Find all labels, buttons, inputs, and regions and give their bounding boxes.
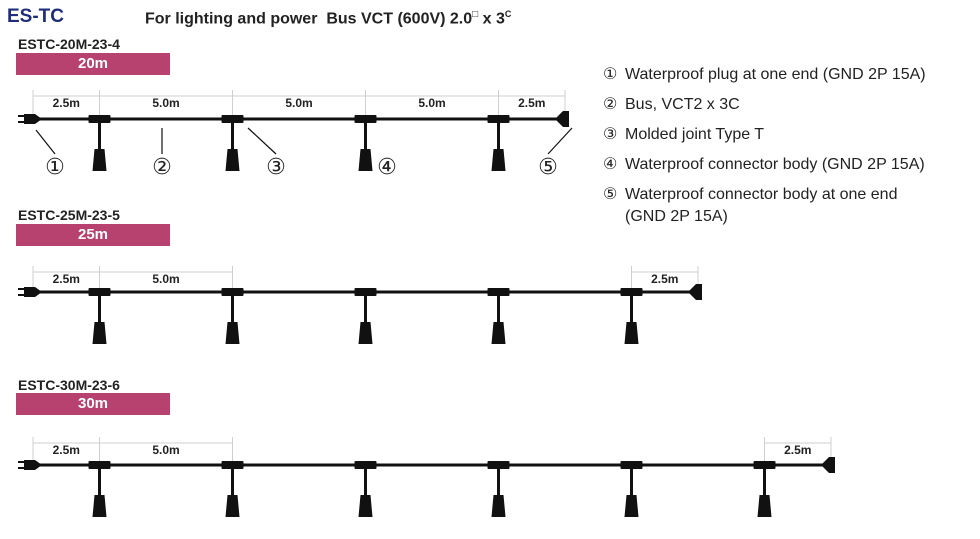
connector-body-icon <box>92 149 107 171</box>
dimension-label: 2.5m <box>651 272 678 286</box>
model-name-3: ESTC-30M-23-6 <box>18 377 120 393</box>
callout-number: ③ <box>266 155 286 180</box>
joint-icon <box>221 461 244 469</box>
connector-body-icon <box>491 322 506 344</box>
end-connector-icon <box>688 284 702 300</box>
dimension-label: 2.5m <box>784 443 811 457</box>
joint-icon <box>221 288 244 296</box>
legend: ① Waterproof plug at one end (GND 2P 15A)… <box>603 64 973 236</box>
legend-text-cont: (GND 2P 15A) <box>625 208 728 225</box>
dimension-label: 5.0m <box>152 272 179 286</box>
end-connector-icon <box>821 457 835 473</box>
dimension-label: 5.0m <box>152 96 179 110</box>
joint-icon <box>88 115 111 123</box>
legend-text: Waterproof connector body (GND 2P 15A) <box>625 156 925 173</box>
connector-body-icon <box>358 149 373 171</box>
legend-num: ② <box>603 96 618 113</box>
connector-body-icon <box>225 495 240 517</box>
legend-text: Bus, VCT2 x 3C <box>625 96 740 113</box>
dimension-label: 2.5m <box>53 443 80 457</box>
dimension-label: 2.5m <box>518 96 545 110</box>
callout-number: ① <box>45 155 65 180</box>
plug-icon <box>24 114 42 124</box>
connector-body-icon <box>225 149 240 171</box>
legend-item-3: ③ Molded joint Type T <box>603 124 973 146</box>
dimension-label: 5.0m <box>152 443 179 457</box>
legend-num: ④ <box>603 156 618 173</box>
connector-body-icon <box>624 495 639 517</box>
legend-item-4: ④ Waterproof connector body (GND 2P 15A) <box>603 154 973 176</box>
joint-icon <box>620 288 643 296</box>
joint-icon <box>620 461 643 469</box>
joint-icon <box>354 115 377 123</box>
dimension-label: 2.5m <box>53 96 80 110</box>
callout-leader <box>247 127 277 155</box>
joint-icon <box>221 115 244 123</box>
joint-icon <box>487 288 510 296</box>
legend-item-5: ⑤ Waterproof connector body at one end (GN… <box>603 184 973 228</box>
legend-item-2: ② Bus, VCT2 x 3C <box>603 94 973 116</box>
title-unit: □ <box>472 9 479 20</box>
legend-num: ① <box>603 66 618 83</box>
connector-body-icon <box>491 149 506 171</box>
plug-icon <box>24 460 42 470</box>
dimension-label: 2.5m <box>53 272 80 286</box>
joint-icon <box>354 461 377 469</box>
joint-icon <box>88 288 111 296</box>
callout-leader <box>35 129 56 155</box>
length-badge-1: 20m <box>16 53 170 75</box>
callout-leader <box>547 127 573 155</box>
connector-body-icon <box>624 322 639 344</box>
title-text: For lighting and power Bus VCT (600V) 2.… <box>145 10 473 28</box>
connector-body-icon <box>358 495 373 517</box>
connector-body-icon <box>358 322 373 344</box>
connector-body-icon <box>92 495 107 517</box>
legend-text: Waterproof plug at one end (GND 2P 15A) <box>625 66 926 83</box>
series-title: ES-TC <box>7 6 64 27</box>
page-title: For lighting and power Bus VCT (600V) 2.… <box>145 9 511 28</box>
plug-icon <box>24 287 42 297</box>
dimension-label: 5.0m <box>285 96 312 110</box>
length-badge-2: 25m <box>16 224 170 246</box>
legend-text: Molded joint Type T <box>625 126 765 143</box>
callout-number: ② <box>152 155 172 180</box>
joint-icon <box>487 115 510 123</box>
joint-icon <box>88 461 111 469</box>
legend-num: ③ <box>603 126 618 143</box>
legend-item-1: ① Waterproof plug at one end (GND 2P 15A) <box>603 64 973 86</box>
length-badge-3: 30m <box>16 393 170 415</box>
model-name-1: ESTC-20M-23-4 <box>18 36 120 52</box>
callout-number: ④ <box>377 155 397 180</box>
callout-number: ⑤ <box>538 155 558 180</box>
model-name-2: ESTC-25M-23-5 <box>18 207 120 223</box>
connector-body-icon <box>92 322 107 344</box>
joint-icon <box>354 288 377 296</box>
legend-text: Waterproof connector body at one end <box>625 186 898 203</box>
end-connector-icon <box>555 111 569 127</box>
connector-body-icon <box>225 322 240 344</box>
connector-body-icon <box>757 495 772 517</box>
joint-icon <box>487 461 510 469</box>
connector-body-icon <box>491 495 506 517</box>
joint-icon <box>753 461 776 469</box>
dimension-label: 5.0m <box>418 96 445 110</box>
title-sup: C <box>504 9 512 19</box>
legend-num: ⑤ <box>603 186 618 203</box>
title-mid: x 3 <box>478 10 505 28</box>
